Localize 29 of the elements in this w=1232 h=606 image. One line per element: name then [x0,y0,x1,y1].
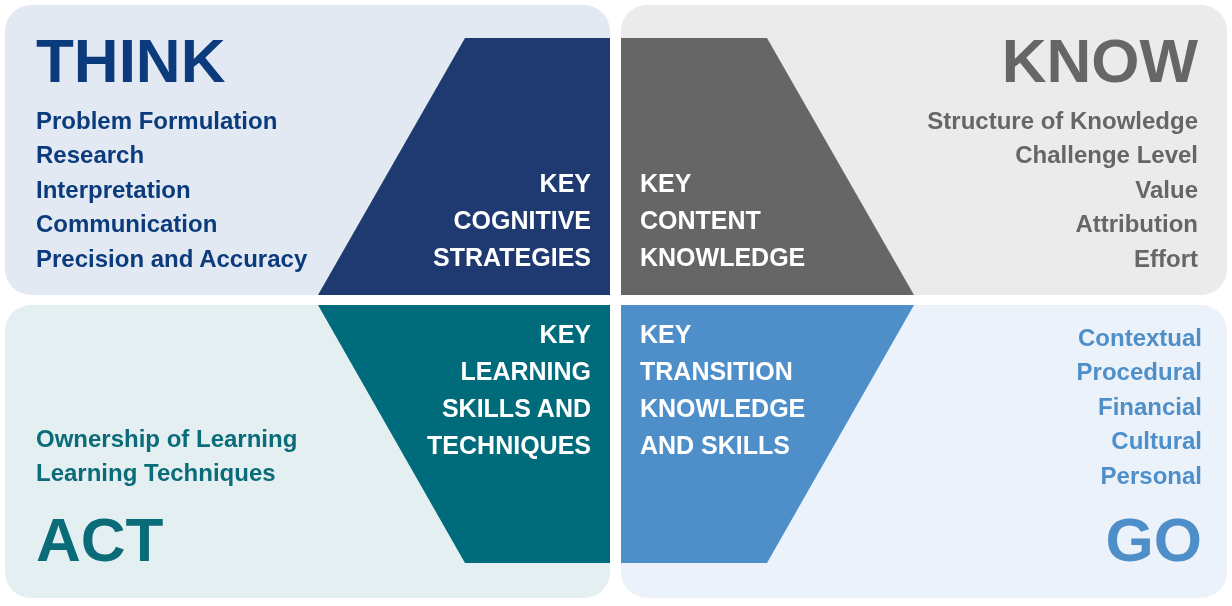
key-area-title: KEY LEARNING SKILLS AND TECHNIQUES [426,318,591,461]
topic-item: Personal [1100,460,1202,491]
topic-item: Precision and Accuracy [36,243,308,274]
topic-item: Communication [36,209,218,240]
topic-item: Procedural [1076,357,1202,388]
quadrant-heading: ACT [36,508,164,571]
topic-item: Value [1135,174,1198,205]
topic-item: Financial [1097,391,1202,422]
quadrant-panel [5,305,610,598]
topic-item: Interpretation [36,174,191,205]
key-area-title: KEY CONTENT KNOWLEDGE [640,168,807,274]
topic-item: Attribution [1075,209,1198,240]
topic-item: Cultural [1111,426,1202,457]
quadrant-panel [621,5,1227,295]
quadrant-heading: THINK [36,29,226,92]
topic-item: Research [36,140,145,171]
topic-item: Structure of Knowledge [927,105,1198,136]
quadrant-heading: KNOW [1001,29,1198,92]
topic-item: Learning Techniques [36,458,276,489]
key-area-title: KEY COGNITIVE STRATEGIES [432,168,591,274]
topic-item: Effort [1134,243,1198,274]
quadrant-panel [5,5,610,295]
topic-item: Challenge Level [1015,140,1198,171]
topic-item: Problem Formulation [36,105,278,136]
quadrant-heading: GO [1105,508,1202,571]
topic-item: Contextual [1078,322,1202,353]
quadrant-panel [621,305,1227,598]
key-area-title: KEY TRANSITION KNOWLEDGE AND SKILLS [640,318,807,461]
topic-item: Ownership of Learning [36,423,298,454]
